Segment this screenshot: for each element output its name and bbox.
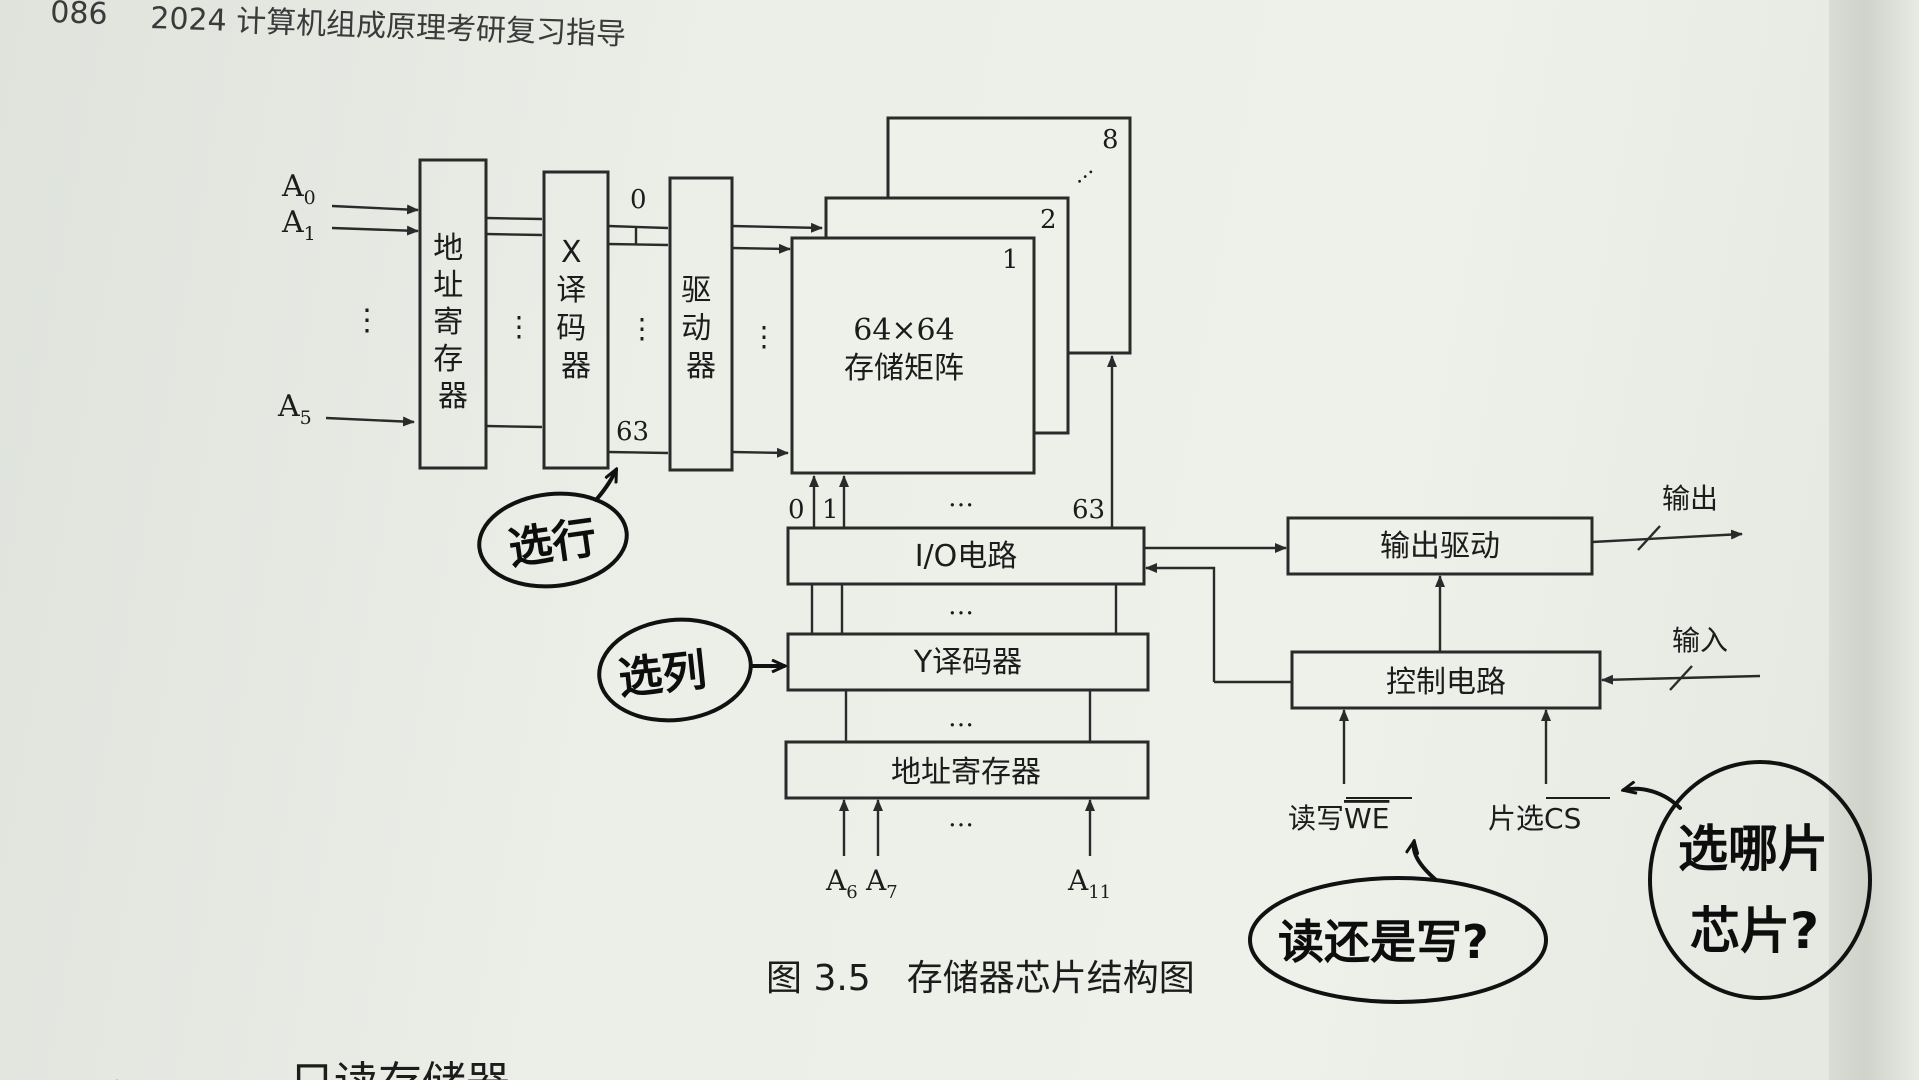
addr-input-a0: A0 (281, 169, 316, 209)
svg-text:A5: A5 (277, 389, 312, 429)
svg-text:A1: A1 (281, 205, 316, 245)
drv-matrix-dots: ⋮ (750, 320, 778, 353)
which-chip-circle (1648, 760, 1872, 1000)
select-col-circle (597, 617, 753, 723)
svg-text:A7: A7 (865, 864, 898, 903)
matrix-label: 存储矩阵 (844, 351, 964, 386)
matrix-plane-1 (790, 236, 1036, 475)
addr-register-bottom-label: 地址寄存器 (891, 755, 1041, 790)
output-label: 输出 (1662, 482, 1718, 515)
control-circuit-label: 控制电路 (1386, 665, 1506, 700)
plane-1-label: 1 (1002, 245, 1019, 275)
xdec-drv-dots: ⋮ (628, 312, 656, 345)
output-driver-label: 输出驱动 (1380, 529, 1500, 564)
addr-input-dots: ⋮ (352, 303, 382, 338)
svg-text:A0: A0 (281, 169, 316, 209)
svg-text:读写WE: 读写WE (1288, 802, 1389, 835)
io-circuit (786, 526, 1146, 586)
y-decoder-label: Y译码器 (913, 645, 1022, 680)
io-circuit-label: I/O电路 (915, 539, 1018, 574)
io-ydec-dots: … (948, 591, 974, 621)
svg-text:A11: A11 (1067, 864, 1111, 903)
output-bus-slash (1637, 525, 1661, 551)
page-number: 086 (50, 0, 108, 32)
drv-to-matrix-1 (731, 222, 823, 233)
col-line-second: 1 (822, 495, 839, 525)
figure-caption: 图 3.5 存储器芯片结构图 (766, 958, 1195, 999)
output-arrow (1591, 529, 1743, 544)
plane-2-label: 2 (1040, 205, 1057, 235)
read-write-annotation: 读还是写? (1278, 915, 1489, 969)
xdec-drv-line-2 (607, 242, 669, 247)
x-decoder-label: X 译 码 器 (556, 235, 596, 384)
book-title: 2024 计算机组成原理考研复习指导 (150, 1, 627, 53)
output-driver (1286, 516, 1594, 576)
input-label: 输入 (1672, 624, 1728, 657)
matrix-size: 64×64 (853, 313, 954, 348)
select-row-annotation: 选行 (505, 512, 599, 575)
x-decoder (542, 170, 610, 470)
row-line-first: 0 (630, 185, 647, 215)
driver (668, 176, 734, 472)
reg-to-xdec-2 (485, 232, 543, 237)
drv-to-matrix-3 (731, 447, 789, 458)
col-dots: … (948, 483, 974, 513)
control-to-io-arrow (1145, 563, 1216, 682)
reg-to-xdec-1 (485, 216, 543, 221)
driver-label: 驱 动 器 (681, 273, 721, 384)
read-write-circle (1248, 876, 1548, 1004)
section-heading: 只读存储器 (290, 1058, 510, 1080)
which-chip-annotation-line2: 芯片? (1690, 902, 1819, 960)
drv-to-matrix-2 (731, 243, 791, 254)
page-edge (1829, 0, 1919, 1080)
plane-8-label: 8 (1102, 125, 1119, 155)
input-bus-slash (1669, 665, 1693, 691)
select-row-arrow (594, 470, 616, 502)
addr-input-a7: A7 (865, 864, 898, 903)
rw-signal: 读写WE (1288, 797, 1412, 835)
y-decoder (786, 632, 1150, 692)
a0-arrow (331, 204, 419, 215)
a5-arrow (325, 416, 415, 427)
which-chip-annotation-line1: 选哪片 (1678, 820, 1828, 878)
addr-input-a1: A1 (281, 205, 316, 245)
cs-signal: 片选CS (1488, 797, 1610, 835)
addr-input-a5: A5 (277, 389, 312, 429)
svg-text:A6: A6 (825, 864, 858, 903)
bottom-input-dots: … (948, 803, 974, 833)
addr-register-left (418, 158, 488, 470)
a1-arrow (331, 225, 419, 236)
which-chip-arrow (1624, 789, 1682, 810)
select-col-annotation: 选列 (616, 645, 709, 705)
row-line-last: 63 (616, 417, 649, 447)
reg-xdec-dots: ⋮ (505, 310, 533, 343)
ydec-reg-dots: … (948, 703, 974, 733)
xdec-drv-line-1 (607, 224, 669, 230)
svg-text:片选CS: 片选CS (1488, 802, 1581, 835)
addr-input-a11: A11 (1067, 864, 1111, 903)
col-line-last: 63 (1072, 495, 1105, 525)
addr-register-left-label: 地 址 寄 存 器 (433, 231, 473, 414)
read-write-arrow (1414, 842, 1438, 882)
addr-register-bottom (784, 740, 1150, 800)
addr-input-a6: A6 (825, 864, 858, 903)
select-row-circle (477, 491, 629, 589)
control-circuit (1290, 650, 1602, 710)
section-number-fragment: · (110, 1058, 124, 1080)
col-line-first: 0 (788, 495, 805, 525)
reg-to-xdec-3 (485, 424, 543, 429)
xdec-drv-line-3 (607, 450, 669, 455)
